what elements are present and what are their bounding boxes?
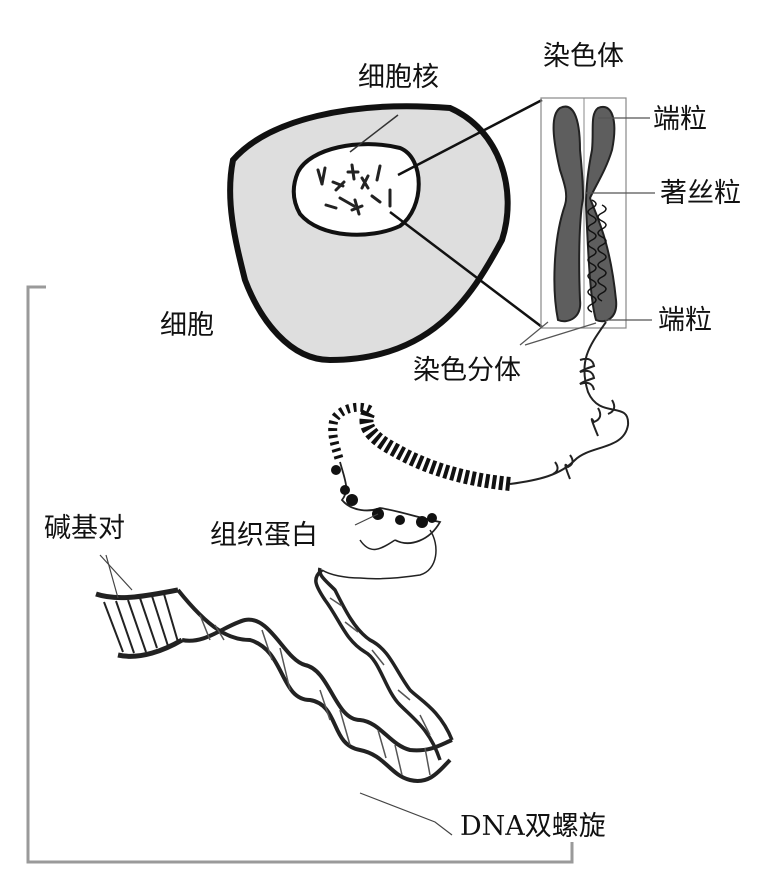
solenoid-icon [328, 402, 511, 491]
zoom-line-bottom [389, 211, 543, 328]
dna-double-helix-icon [95, 567, 454, 783]
chromatin-fiber-icon [509, 321, 630, 485]
label-nucleus: 细胞核 [358, 62, 439, 93]
label-dna-helix: DNA双螺旋 [460, 811, 606, 842]
label-cell: 细胞 [160, 310, 214, 341]
frame-bracket [26, 285, 574, 864]
label-chromatid: 染色分体 [413, 355, 521, 386]
label-centromere: 著丝粒 [660, 178, 741, 209]
chromosome-icon [552, 105, 618, 323]
label-telomere-bottom: 端粒 [658, 305, 712, 336]
nucleus-leader [349, 114, 399, 153]
nucleus-icon [291, 142, 421, 237]
label-base-pair: 碱基对 [44, 513, 125, 544]
label-histone: 组织蛋白 [210, 520, 318, 551]
zoom-line-top [397, 98, 543, 177]
label-chromosome: 染色体 [543, 41, 624, 72]
histone-beads-icon [321, 461, 442, 580]
label-telomere-top: 端粒 [653, 104, 707, 135]
